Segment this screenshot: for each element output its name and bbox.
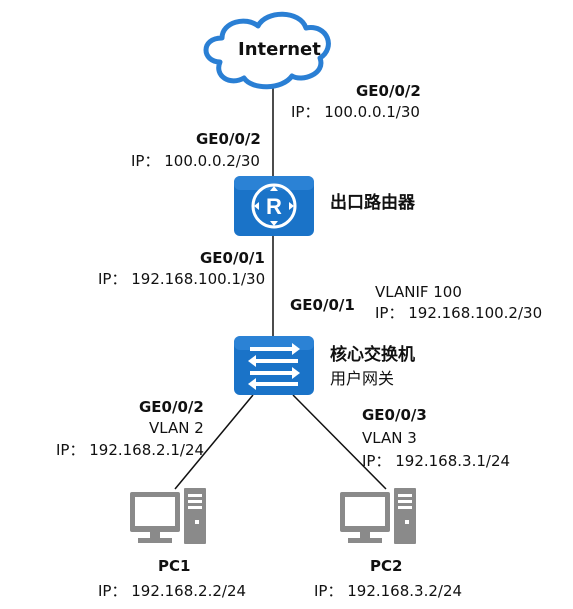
- isp-ip-label: IP： 100.0.0.1/30: [291, 103, 420, 121]
- switch-left-port-label: GE0/0/2: [139, 398, 204, 416]
- switch-right-vlan-label: VLAN 3: [362, 429, 417, 447]
- router-downlink-ip-label: IP： 192.168.100.1/30: [98, 270, 266, 288]
- switch-vlanif-label: VLANIF 100: [375, 283, 462, 301]
- switch-vlanif-ip-label: IP： 192.168.100.2/30: [375, 304, 543, 322]
- router-name-label: 出口路由器: [330, 193, 415, 213]
- router-uplink-port-label: GE0/0/2: [196, 130, 261, 148]
- switch-right-port-label: GE0/0/3: [362, 406, 427, 424]
- link-switch-pc1: [174, 394, 254, 490]
- pc1-computer-icon: [130, 488, 206, 544]
- link-switch-pc2: [292, 394, 387, 490]
- svg-text:R: R: [266, 194, 282, 219]
- internet-cloud-icon: [203, 11, 331, 90]
- switch-left-vlan-label: VLAN 2: [149, 419, 204, 437]
- switch-left-ip-label: IP： 192.168.2.1/24: [56, 441, 205, 459]
- isp-port-label: GE0/0/2: [356, 82, 421, 100]
- pc1-name-label: PC1: [158, 557, 191, 575]
- switch-role-label: 用户网关: [330, 369, 395, 388]
- router-icon: R: [234, 176, 314, 236]
- core-switch-icon: [234, 336, 314, 395]
- internet-label: Internet: [238, 39, 321, 60]
- switch-name-label: 核心交换机: [330, 345, 415, 365]
- switch-right-ip-label: IP： 192.168.3.1/24: [362, 452, 511, 470]
- pc2-name-label: PC2: [370, 557, 403, 575]
- router-downlink-port-label: GE0/0/1: [200, 249, 265, 267]
- pc2-ip-label: IP： 192.168.3.2/24: [314, 582, 463, 600]
- pc2-computer-icon: [340, 488, 416, 544]
- router-uplink-ip-label: IP： 100.0.0.2/30: [131, 152, 260, 170]
- pc1-ip-label: IP： 192.168.2.2/24: [98, 582, 247, 600]
- switch-uplink-port-label: GE0/0/1: [290, 296, 355, 314]
